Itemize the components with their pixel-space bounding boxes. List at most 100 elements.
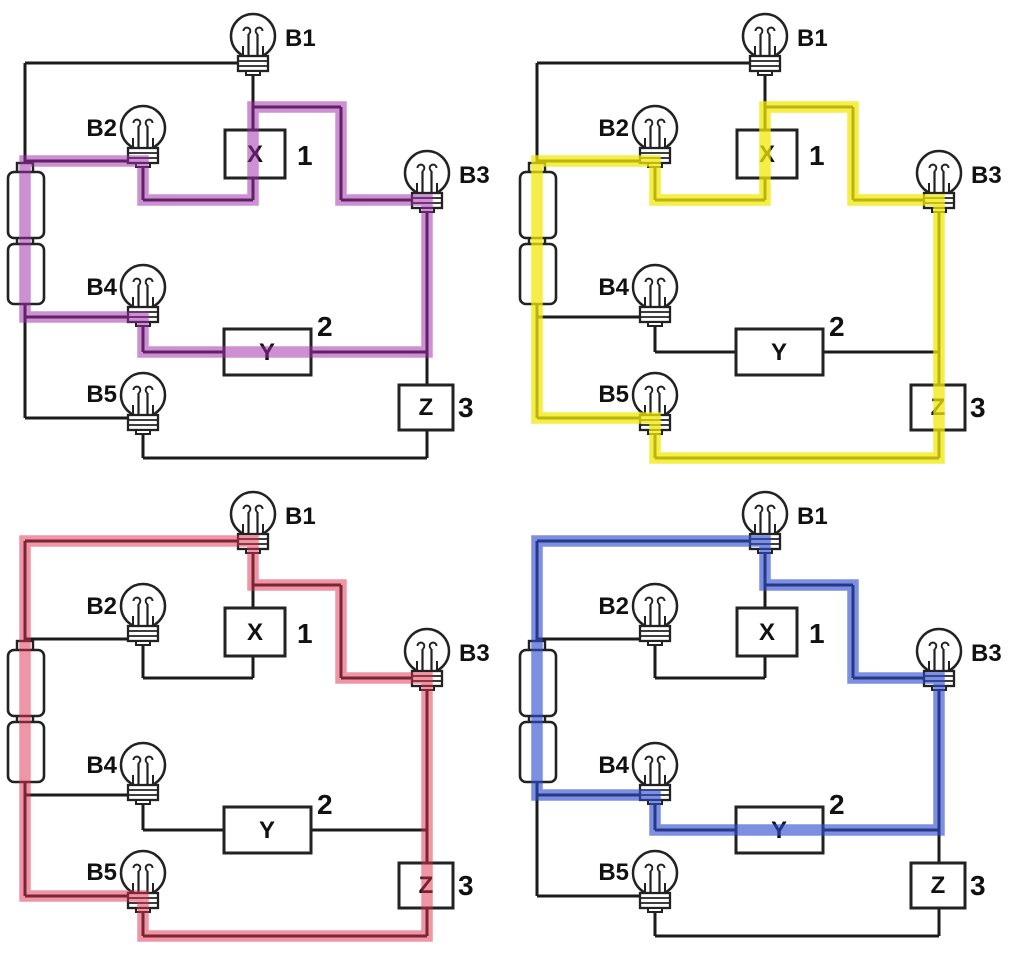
bulb-B2: B2 (86, 582, 167, 646)
bulb-glass (741, 12, 789, 60)
filament-curl (428, 163, 438, 172)
highlight-route-top-right (531, 101, 945, 464)
bulb-base-tip (135, 799, 151, 805)
filament-curl (766, 504, 776, 513)
filament-curl (132, 385, 142, 394)
bulb-base (638, 624, 672, 643)
bulb-label-B4: B4 (86, 274, 117, 301)
bulb-label-B1: B1 (285, 25, 316, 52)
filament-curl (656, 755, 666, 764)
component-letter-Y: Y (259, 817, 275, 844)
filament-curl (644, 863, 654, 872)
filament-curl (940, 163, 950, 172)
component-number-3: 3 (970, 392, 986, 423)
filament-curl (132, 277, 142, 286)
bulb-label-B3: B3 (971, 162, 1002, 189)
filament-curl (254, 26, 264, 35)
filament-curl (144, 596, 154, 605)
bulb-glass (403, 149, 451, 197)
bulb-glass (915, 627, 963, 675)
component-box-X (735, 606, 799, 658)
filament-curl (644, 755, 654, 764)
filament-curl (644, 596, 654, 605)
bulb-label-B2: B2 (598, 593, 629, 620)
bulb-label-B2: B2 (598, 115, 629, 142)
filament-curl (132, 596, 142, 605)
bulb-label-B3: B3 (459, 640, 490, 667)
component-letter-Z: Z (931, 872, 946, 899)
filament-curl (144, 863, 154, 872)
wires (535, 61, 941, 460)
component-number-1: 1 (809, 140, 825, 171)
filament-curl (754, 504, 764, 513)
bulb-glass (229, 12, 277, 60)
bulb-glass (631, 849, 679, 897)
component-Y: Y2 (222, 789, 333, 855)
bulb-B1: B1 (741, 12, 828, 76)
wires (23, 61, 429, 460)
bulb-base (126, 783, 160, 802)
bulb-B4: B4 (598, 263, 679, 327)
bulb-glass (119, 104, 167, 152)
bulb-base-tip (135, 640, 151, 646)
bulb-glass (631, 741, 679, 789)
bulb-base (638, 891, 672, 910)
bulb-label-B3: B3 (459, 162, 490, 189)
bulb-base-tip (757, 70, 773, 76)
filament-curl (656, 118, 666, 127)
bulb-base (236, 54, 270, 73)
component-box-Y (222, 805, 313, 855)
component-box-Y (734, 327, 825, 377)
filament-curl (254, 504, 264, 513)
bulb-glass (631, 263, 679, 311)
bulb-label-B5: B5 (598, 381, 629, 408)
component-letter-Y: Y (771, 339, 787, 366)
bulb-base-tip (135, 429, 151, 435)
filament-curl (940, 641, 950, 650)
component-number-3: 3 (970, 870, 986, 901)
bulb-glass (229, 490, 277, 538)
component-box-Z (397, 383, 455, 432)
bulb-B5: B5 (598, 849, 679, 913)
component-number-3: 3 (458, 870, 474, 901)
filament-curl (656, 863, 666, 872)
bulb-glass (631, 371, 679, 419)
filament-curl (132, 755, 142, 764)
bulb-glass (741, 490, 789, 538)
bulb-glass (119, 371, 167, 419)
bulb-base (126, 624, 160, 643)
component-Y: Y2 (734, 789, 845, 855)
filament-curl (928, 641, 938, 650)
component-number-3: 3 (458, 392, 474, 423)
bulb-B5: B5 (598, 371, 679, 435)
filament-curl (656, 385, 666, 394)
bulb-B5: B5 (86, 849, 167, 913)
bulb-glass (119, 849, 167, 897)
filament-curl (644, 118, 654, 127)
bulb-base-tip (647, 907, 663, 913)
bulb-label-B1: B1 (285, 503, 316, 530)
bulb-base-tip (647, 640, 663, 646)
bulb-base (126, 413, 160, 432)
filament-curl (132, 863, 142, 872)
bulb-label-B4: B4 (598, 752, 629, 779)
component-letter-X: X (759, 619, 775, 646)
component-number-2: 2 (829, 789, 845, 820)
bulb-glass (119, 741, 167, 789)
bulb-label-B1: B1 (797, 503, 828, 530)
bulb-B4: B4 (86, 741, 167, 805)
component-letter-X: X (247, 619, 263, 646)
filament-curl (766, 26, 776, 35)
bulb-B4: B4 (86, 263, 167, 327)
component-number-1: 1 (809, 618, 825, 649)
filament-curl (644, 277, 654, 286)
filament-curl (132, 118, 142, 127)
bulb-base (748, 54, 782, 73)
